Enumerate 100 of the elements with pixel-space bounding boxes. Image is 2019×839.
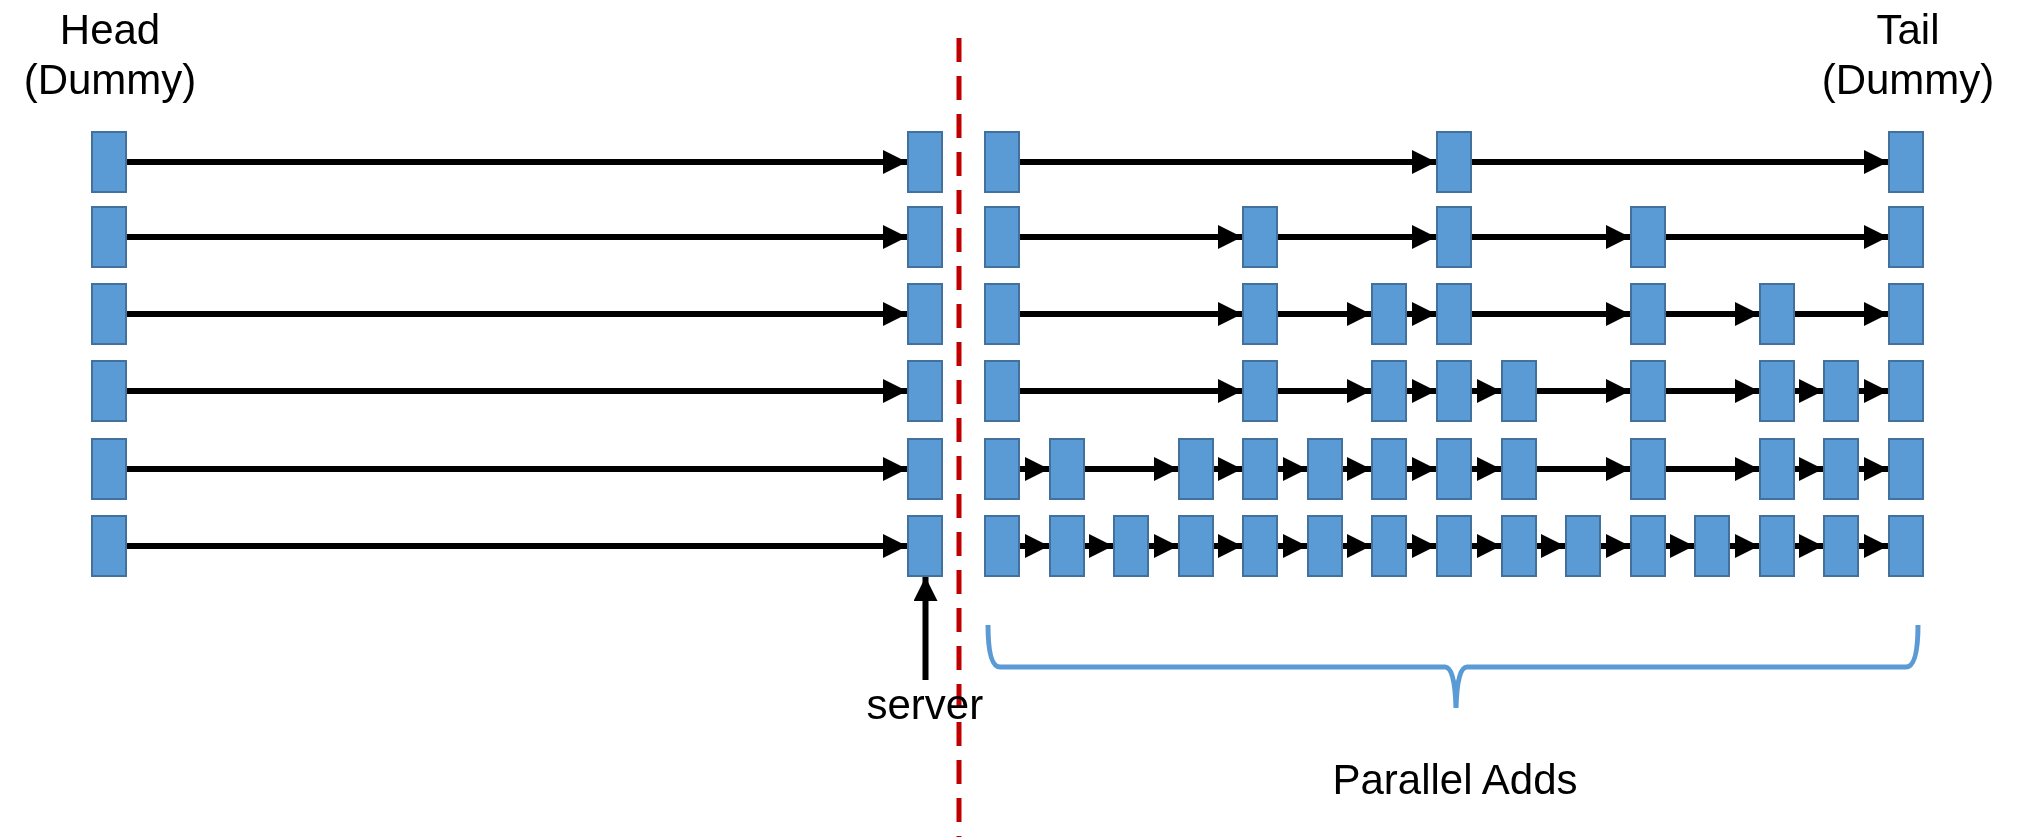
arrow [1020,150,1436,174]
list-node-box [91,438,127,500]
arrow [1020,457,1049,481]
arrow [1537,534,1565,558]
arrow [1795,534,1823,558]
list-node-box [984,515,1020,577]
list-node-box [1242,515,1279,577]
list-node-box [1242,206,1279,268]
arrow [1601,534,1630,558]
list-node-box [91,360,127,422]
arrow [1085,457,1178,481]
arrow [1407,534,1436,558]
list-node-box [1629,515,1666,577]
list-node-box [91,206,127,268]
list-node-box [1436,131,1472,193]
list-node-box [1177,438,1214,500]
arrow [1666,302,1759,326]
arrow [127,379,907,403]
group-label: Parallel Adds [1331,755,1579,805]
list-node-box [1758,438,1795,500]
arrow [1472,534,1501,558]
list-node-box [907,515,943,577]
arrow [1795,302,1888,326]
arrow [1666,457,1759,481]
arrow [913,577,938,680]
list-node-box [1177,515,1214,577]
arrow [1214,534,1242,558]
list-node-box [91,283,127,345]
arrow [1278,379,1371,403]
arrow [127,302,907,326]
arrow [1407,302,1436,326]
list-node-box [1500,360,1537,422]
arrow [1020,534,1049,558]
list-node-box [1565,515,1602,577]
pointer-label: server [866,680,984,730]
column-label: Head (Dummy) [22,5,198,105]
list-node-box [984,360,1020,422]
list-node-box [1048,438,1085,500]
arrow [1278,457,1307,481]
list-node-box [907,360,943,422]
list-node-box [1371,515,1408,577]
list-node-box [1436,360,1472,422]
list-node-box [1436,438,1472,500]
arrow [1278,302,1371,326]
list-node-box [1242,360,1279,422]
arrow [1666,225,1888,249]
list-node-box [1629,438,1666,500]
list-node-box [1242,438,1279,500]
arrow [1407,457,1436,481]
arrow [1666,379,1759,403]
arrow [1795,379,1823,403]
arrow [1859,379,1888,403]
arrow [1020,302,1242,326]
list-node-box [1758,360,1795,422]
list-node-box [1823,438,1860,500]
list-node-box [984,131,1020,193]
list-node-box [1887,438,1924,500]
arrow [1343,457,1371,481]
list-node-box [91,515,127,577]
arrow [1537,379,1630,403]
list-node-box [1371,283,1408,345]
list-node-box [1629,283,1666,345]
arrow [1278,534,1307,558]
list-node-box [1306,515,1343,577]
list-node-box [1242,283,1279,345]
arrow [1149,534,1178,558]
list-node-box [1694,515,1731,577]
list-node-box [1887,360,1924,422]
arrow [1859,534,1888,558]
list-node-box [907,283,943,345]
arrow [127,225,907,249]
arrow [1407,379,1436,403]
arrow [1278,225,1436,249]
arrow [1085,534,1113,558]
list-node-box [1113,515,1150,577]
list-node-box [1823,515,1860,577]
list-node-box [1823,360,1860,422]
arrow [1472,379,1501,403]
list-node-box [1758,283,1795,345]
list-node-box [1500,515,1537,577]
list-node-box [1758,515,1795,577]
arrow [1472,150,1888,174]
list-node-box [1629,206,1666,268]
list-node-box [907,131,943,193]
list-node-box [1371,438,1408,500]
arrow [127,534,907,558]
arrow [1666,534,1694,558]
list-node-box [984,206,1020,268]
arrow [1472,225,1630,249]
list-node-box [1436,206,1472,268]
list-node-box [984,438,1020,500]
list-node-box [1436,515,1472,577]
list-node-box [1371,360,1408,422]
arrow [1730,534,1759,558]
list-node-box [1887,515,1924,577]
list-node-box [907,206,943,268]
list-node-box [1048,515,1085,577]
arrow [1472,302,1630,326]
list-node-box [984,283,1020,345]
arrow [1020,225,1242,249]
